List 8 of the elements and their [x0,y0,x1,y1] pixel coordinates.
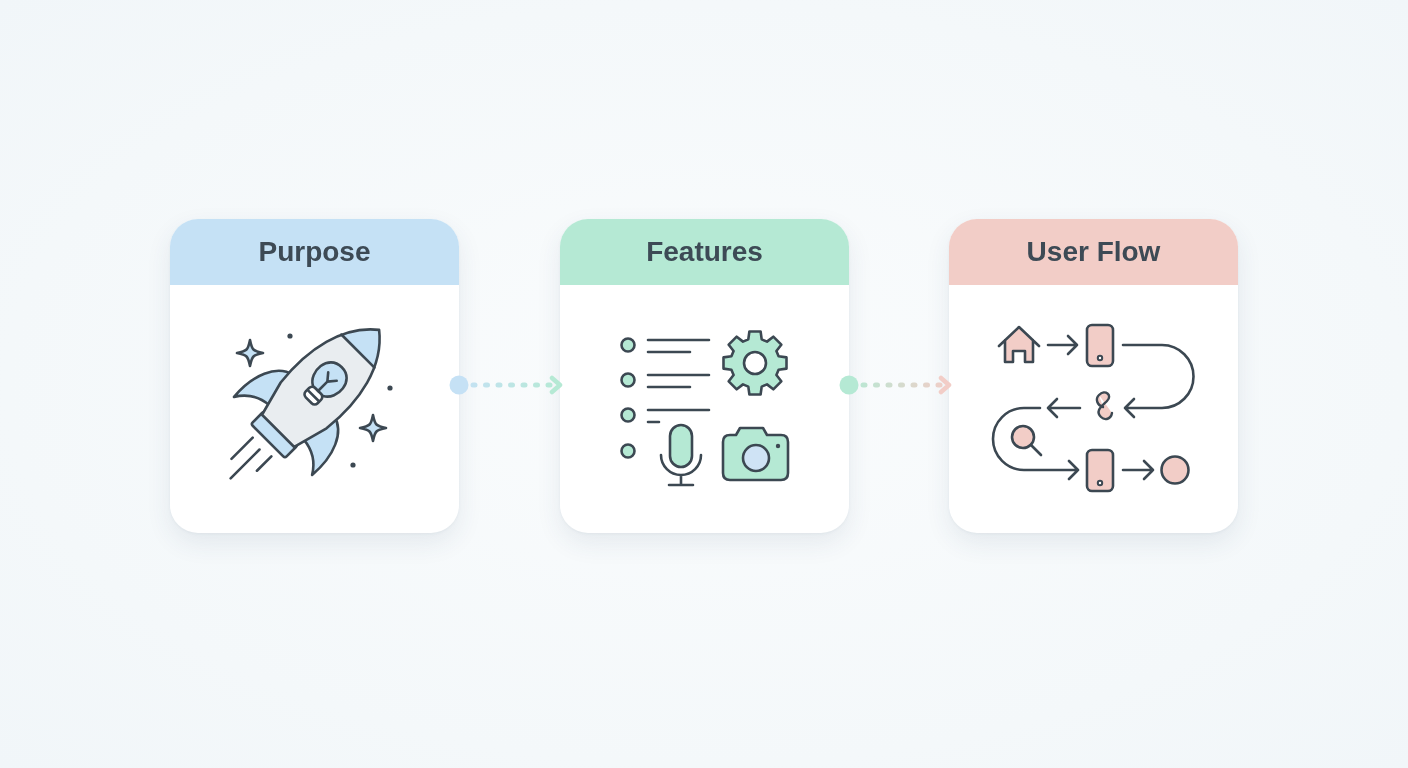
dotted-arrow [449,375,563,395]
process-card [949,219,1238,533]
process-card [560,219,849,533]
card-header: Purpose [170,219,459,285]
process-card [170,219,459,533]
card-header: User Flow [949,219,1238,285]
dotted-arrow [839,375,952,395]
card-header: Features [560,219,849,285]
